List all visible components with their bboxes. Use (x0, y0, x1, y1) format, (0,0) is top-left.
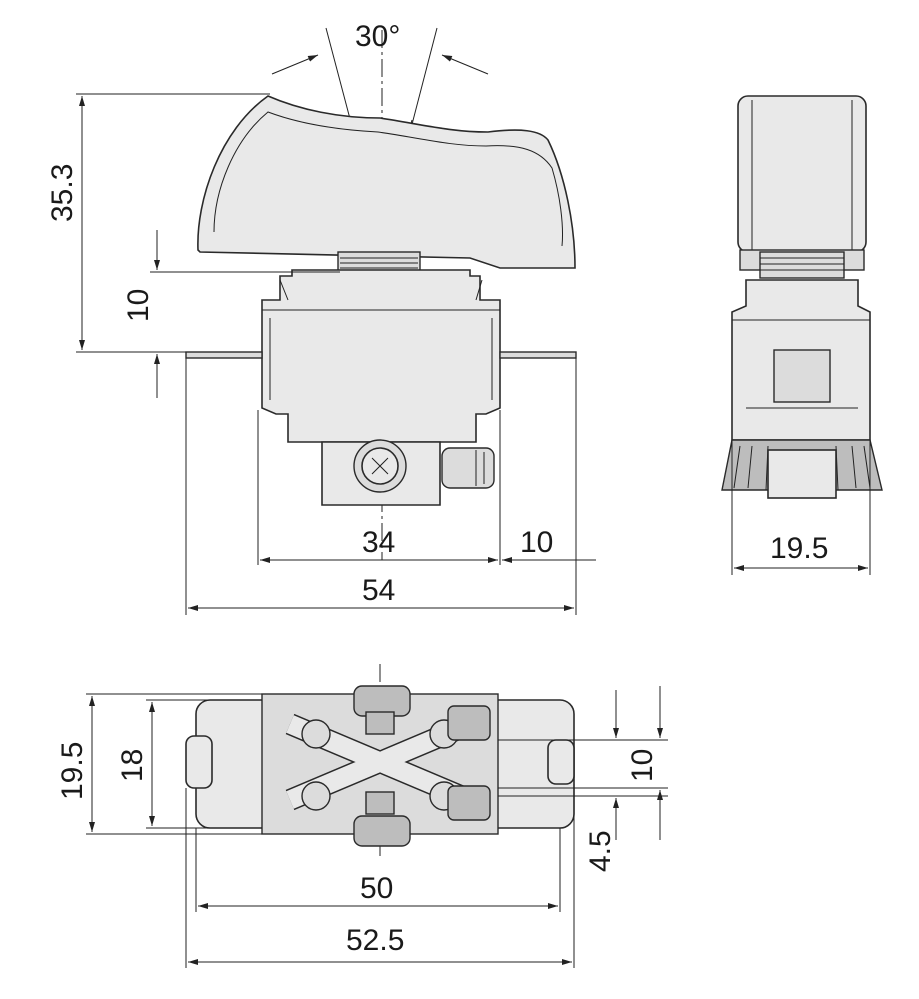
front-view: 35.3 10 30° 34 10 54 (46, 20, 596, 615)
terminal-right (499, 351, 577, 359)
angle-arrow-right (441, 54, 489, 75)
dim-bottom-spacing: 10 (626, 749, 659, 782)
terminal-left (185, 351, 263, 359)
side-thread-lines (760, 257, 844, 271)
trigger (197, 95, 576, 269)
contact-top-right (447, 705, 491, 741)
dim-bottom-small: 4.5 (584, 830, 617, 872)
housing (261, 269, 501, 443)
contact-bottom-right (447, 785, 491, 821)
bottom-ear-right (547, 739, 575, 785)
side-trigger (737, 95, 867, 253)
dim-overall-height: 35.3 (46, 164, 79, 222)
dim-terminal-offset: 10 (520, 526, 553, 559)
bottom-ear-left (185, 735, 213, 789)
side-view: 19.5 (721, 95, 883, 575)
pivot-bottom-left (301, 781, 331, 811)
side-window (773, 349, 831, 403)
dim-bottom-inner-width: 50 (360, 872, 393, 905)
side-screw-lines (475, 450, 485, 486)
thread-lines (340, 257, 418, 274)
side-fin-lines (733, 445, 871, 491)
dim-thread-height: 10 (122, 289, 155, 322)
dim-bottom-outer-height: 19.5 (56, 742, 89, 800)
trigger-inner-edge (213, 111, 563, 247)
dim-bottom-outer-width: 52.5 (346, 924, 404, 957)
side-housing-lines (732, 319, 870, 409)
housing-details (262, 279, 500, 400)
contact-top-center (365, 711, 395, 735)
contact-bottom-center (365, 791, 395, 815)
dim-bottom-inner-height: 18 (116, 749, 149, 782)
dim-overall-width: 54 (362, 574, 395, 607)
side-thread (759, 251, 845, 279)
side-screw (441, 447, 495, 489)
screw-cross-icon (371, 457, 389, 475)
angle-arrow-left (271, 54, 319, 75)
side-bottom-block (767, 449, 837, 499)
bottom-view: 19.5 18 10 4.5 50 52.5 (56, 664, 668, 968)
pivot-top-left (301, 719, 331, 749)
dim-side-width: 19.5 (770, 532, 828, 565)
dim-body-width: 34 (362, 526, 395, 559)
side-trigger-edge (751, 100, 853, 250)
dim-angle: 30° (355, 20, 400, 53)
bottom-bottom-boss (353, 815, 411, 847)
